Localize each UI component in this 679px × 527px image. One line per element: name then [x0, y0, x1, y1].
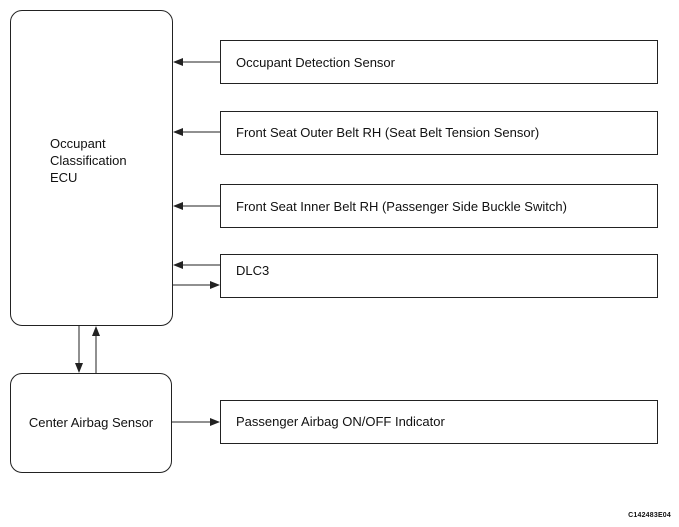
front-seat-inner-belt-label: Front Seat Inner Belt RH (Passenger Side…	[236, 199, 567, 214]
dlc3-box	[220, 254, 658, 298]
front-seat-inner-belt-box	[220, 184, 658, 228]
ecu-label: Occupant Classification ECU	[50, 135, 127, 186]
occupant-detection-sensor-label: Occupant Detection Sensor	[236, 55, 395, 70]
occupant-classification-ecu-box	[10, 10, 173, 326]
passenger-airbag-indicator-label: Passenger Airbag ON/OFF Indicator	[236, 414, 445, 429]
center-airbag-sensor-box	[10, 373, 172, 473]
front-seat-outer-belt-box	[220, 111, 658, 155]
center-airbag-sensor-label: Center Airbag Sensor	[28, 415, 154, 430]
ecu-label-line-3: ECU	[50, 170, 78, 185]
document-code: C142483E04	[628, 512, 671, 519]
front-seat-outer-belt-label: Front Seat Outer Belt RH (Seat Belt Tens…	[236, 125, 540, 140]
ecu-label-line-1: Occupant	[50, 136, 106, 151]
passenger-airbag-indicator-box	[220, 400, 658, 444]
dlc3-label: DLC3	[236, 263, 270, 278]
ecu-label-line-2: Classification	[50, 153, 127, 168]
occupant-detection-sensor-box	[220, 40, 658, 84]
